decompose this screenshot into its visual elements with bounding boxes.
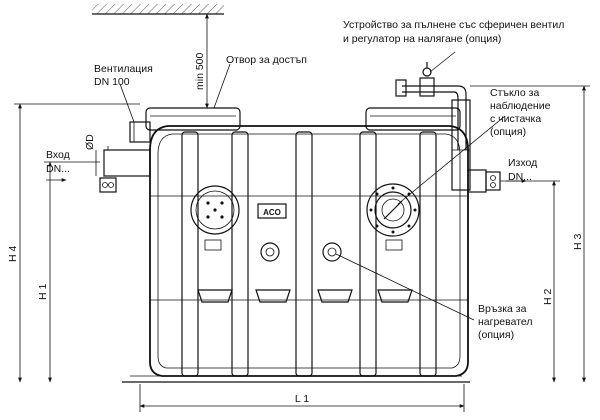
grip-recesses: [197, 289, 413, 303]
device-label-2: и регулатор на налягане (опция): [343, 33, 501, 45]
device-label-1: Устройство за пълнене със сферичен венти…: [343, 19, 564, 31]
dimension-h2: H 2: [500, 180, 560, 383]
min-clearance-label: min 500: [194, 52, 206, 90]
access-dome-left: [145, 107, 241, 131]
h1-label: H 1: [37, 284, 49, 301]
sight-glass-plate: [366, 183, 420, 237]
dimension-h4: H 4: [7, 103, 140, 383]
heater-label-2: нагревател: [478, 316, 533, 328]
glass-label-4: (опция): [490, 126, 526, 138]
dimension-l1: L 1: [139, 384, 465, 412]
glass-label-1: Стъкло за: [490, 87, 539, 99]
ventilation-label-2: DN 100: [94, 76, 130, 88]
inlet-pipe: [99, 146, 151, 193]
name-plate-logo: ACO: [263, 208, 281, 217]
glass-label-2: наблюдение: [490, 100, 551, 112]
ventilation-pipe: [129, 121, 151, 143]
ceiling: [92, 4, 224, 15]
l1-label: L 1: [295, 393, 309, 405]
name-plate: ACO: [257, 203, 287, 219]
tank-ribs: [181, 131, 437, 377]
inlet-label-1: Вход: [46, 149, 70, 161]
access-dome-right: [365, 107, 461, 131]
access-label: Отвор за достъп: [226, 54, 307, 66]
min-clearance-dimension: min 500: [194, 13, 209, 109]
callout-leaders: [46, 51, 527, 321]
outlet-label-2: DN...: [508, 171, 532, 183]
glass-label-3: с чистачка: [490, 113, 541, 125]
h4-label: H 4: [7, 246, 19, 263]
inlet-label-2: DN...: [46, 163, 70, 175]
h2-label: H 2: [542, 289, 554, 306]
outlet-label-1: Изход: [508, 157, 537, 169]
heater-label-3: (опция): [478, 329, 514, 341]
tank-body: [149, 125, 469, 377]
ventilation-label-1: Вентилация: [94, 63, 153, 75]
h3-label: H 3: [572, 234, 584, 251]
od-label: ØD: [84, 134, 96, 150]
heater-ports: [260, 242, 342, 262]
callout-labels: Вентилация DN 100 Отвор за достъп Устрой…: [46, 19, 564, 341]
dimension-h3: H 3: [470, 85, 590, 383]
heater-label-1: Връзка за: [478, 303, 527, 315]
left-inspection-plate: [190, 185, 240, 235]
dimension-od: ØD: [84, 134, 97, 176]
rib-labels: [204, 239, 403, 251]
outlet-pipe: [467, 169, 501, 193]
dimension-h1: H 1: [37, 161, 100, 383]
